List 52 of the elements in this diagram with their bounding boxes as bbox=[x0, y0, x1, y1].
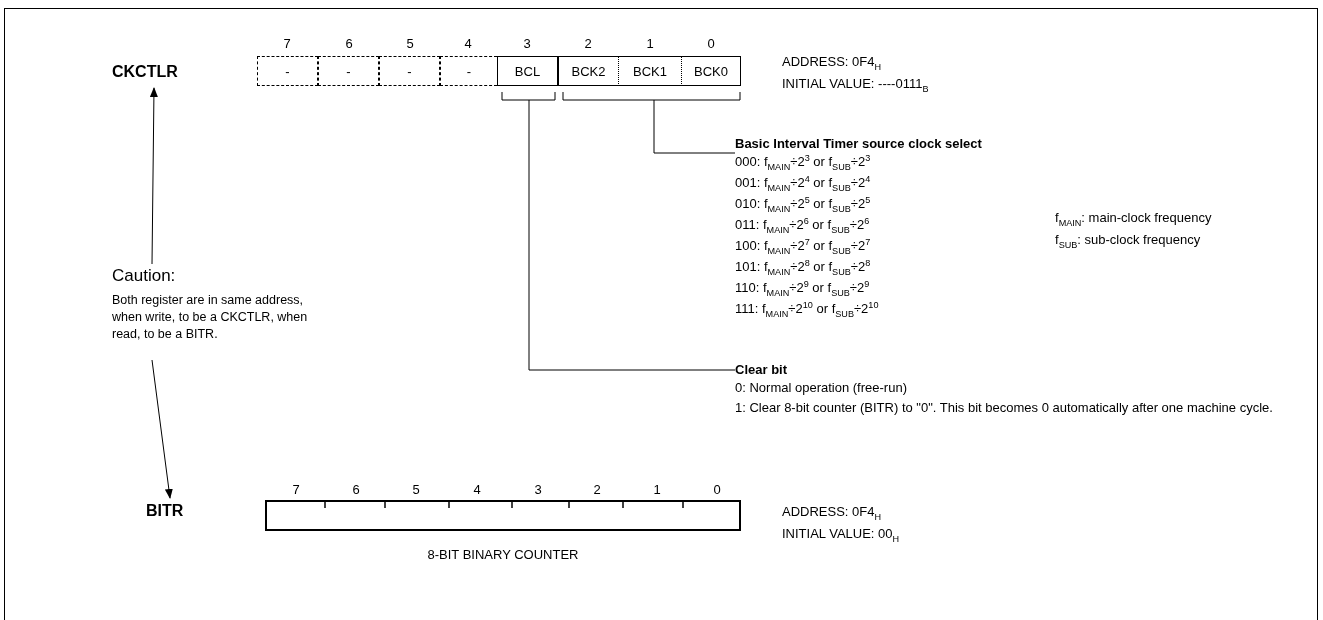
bit-number: 0 bbox=[707, 36, 715, 51]
arrow bbox=[149, 87, 158, 265]
reserved-bit-cell: - bbox=[379, 56, 440, 86]
setting-line: 010: f$_{MAIN}$÷2$^{5}$ or f$_{SUB}$÷2$^{5}$ bbox=[735, 193, 872, 214]
register-note: INITIAL VALUE: ----0111$_{B}$ bbox=[782, 76, 929, 91]
bit-number: 2 bbox=[593, 482, 601, 497]
setting-line: 111: f$_{MAIN}$÷2$^{10}$ or f$_{SUB}$÷2$^{10}$ bbox=[735, 298, 880, 319]
bit-number: 3 bbox=[534, 482, 542, 497]
bit-number: 5 bbox=[412, 482, 420, 497]
caution-heading: Caution: bbox=[112, 266, 177, 286]
bit-number: 1 bbox=[653, 482, 661, 497]
setting-line: 110: f$_{MAIN}$÷2$^{9}$ or f$_{SUB}$÷2$^{9}$ bbox=[735, 277, 871, 298]
bit-number: 2 bbox=[584, 36, 592, 51]
reserved-bit-cell: - bbox=[440, 56, 497, 86]
bit-number: 4 bbox=[473, 482, 481, 497]
arrow bbox=[151, 359, 173, 499]
counter-register-bar bbox=[265, 500, 741, 531]
register-name: CKCTLR bbox=[112, 60, 196, 84]
bit-number: 1 bbox=[646, 36, 654, 51]
bit-number: 0 bbox=[713, 482, 721, 497]
register-bit-cell: BCK2 bbox=[558, 56, 619, 86]
register-note: f$_{SUB}$: sub-clock frequency bbox=[1055, 232, 1201, 247]
setting-line: 001: f$_{MAIN}$÷2$^{4}$ or f$_{SUB}$÷2$^{4}$ bbox=[735, 172, 872, 193]
register-note: ADDRESS: 0F4$_{H}$ bbox=[782, 54, 882, 69]
bit-number: 7 bbox=[283, 36, 291, 51]
register-bit-cell: BCK0 bbox=[682, 56, 741, 86]
register-bit-cell: BCL bbox=[497, 56, 558, 86]
register-bit-cell: BCK1 bbox=[619, 56, 682, 86]
setting-line: 101: f$_{MAIN}$÷2$^{8}$ or f$_{SUB}$÷2$^{8}$ bbox=[735, 256, 872, 277]
field-heading: Clear bit bbox=[735, 362, 788, 377]
bit-number: 7 bbox=[292, 482, 300, 497]
leader-line bbox=[562, 91, 741, 154]
field-heading: Basic Interval Timer source clock select bbox=[735, 136, 983, 151]
leader-line bbox=[501, 91, 736, 371]
setting-line: 000: f$_{MAIN}$÷2$^{3}$ or f$_{SUB}$÷2$^{3}$ bbox=[735, 151, 872, 172]
register-note: INITIAL VALUE: 00$_{H}$ bbox=[782, 526, 900, 541]
register-note: f$_{MAIN}$: main-clock frequency bbox=[1055, 210, 1212, 225]
reserved-bit-cell: - bbox=[257, 56, 318, 86]
bit-number: 4 bbox=[464, 36, 472, 51]
bit-number: 5 bbox=[406, 36, 414, 51]
setting-line: 1: Clear 8-bit counter (BITR) to "0". This bit becomes 0 automatically after one machine cycle. bbox=[735, 399, 1274, 417]
bit-number: 6 bbox=[345, 36, 353, 51]
bit-number: 3 bbox=[523, 36, 531, 51]
setting-line: 011: f$_{MAIN}$÷2$^{6}$ or f$_{SUB}$÷2$^{6}$ bbox=[735, 214, 871, 235]
register-name: BITR bbox=[146, 500, 194, 522]
register-note: ADDRESS: 0F4$_{H}$ bbox=[782, 504, 882, 519]
reserved-bit-cell: - bbox=[318, 56, 379, 86]
bit-number: 6 bbox=[352, 482, 360, 497]
caution-note: Both register are in same address, when write, to be a CKCTLR, when read, to be a BITR. bbox=[112, 292, 309, 343]
register-caption: 8-BIT BINARY COUNTER bbox=[427, 547, 579, 562]
setting-line: 0: Normal operation (free-run) bbox=[735, 379, 908, 397]
setting-line: 100: f$_{MAIN}$÷2$^{7}$ or f$_{SUB}$÷2$^{7}$ bbox=[735, 235, 872, 256]
